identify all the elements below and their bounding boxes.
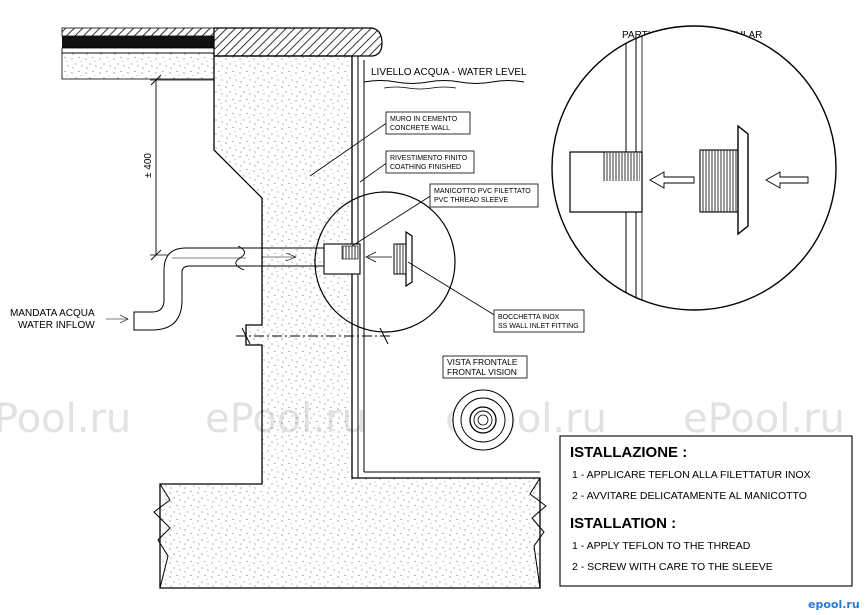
finish-label-it: RIVESTIMENTO FINITO (390, 155, 468, 162)
label-finish: RIVESTIMENTO FINITO COATHING FINISHED (359, 150, 475, 183)
watermark: Pool.ru ePool.ru ePool.ru ePool.ru (0, 396, 845, 442)
detail-arrow (649, 171, 695, 189)
install-step-en: 2 - SCREW WITH CARE TO THE SLEEVE (572, 561, 773, 573)
install-title-en: ISTALLATION : (570, 515, 676, 532)
detail-circle-large: PARTICOLARE / PARTICULAR (551, 25, 837, 311)
fitting-label-it: BOCCHETTA INOX (498, 314, 560, 321)
wall-label-it: MURO IN CEMENTO (390, 116, 458, 123)
sleeve-label-it: MANICOTTO PVC FILETTATO (434, 188, 531, 195)
finish-label-en: COATHING FINISHED (390, 164, 461, 171)
front-label-en: FRONTAL VISION (447, 367, 517, 377)
brand-logo: epool.ru (808, 598, 860, 611)
watermark-text: Pool.ru (0, 396, 131, 442)
wall-label-en: CONCRETE WALL (390, 125, 450, 132)
fitting-label-en: SS WALL INLET FITTING (498, 323, 579, 330)
frontal-vision: VISTA FRONTALE FRONTAL VISION (442, 355, 528, 451)
detail-arrow (765, 171, 809, 189)
detail-circle-small (314, 191, 456, 333)
inflow-pipe (106, 245, 324, 331)
installation-box: ISTALLAZIONE : 1 - APPLICARE TEFLON ALLA… (559, 435, 853, 587)
install-step-it: 2 - AVVITARE DELICATAMENTE AL MANICOTTO (572, 490, 807, 502)
detail-inlet-thread (699, 149, 739, 213)
inlet-fitting-thread (393, 243, 407, 275)
install-step-en: 1 - APPLY TEFLON TO THE THREAD (572, 540, 751, 552)
label-inflow: MANDATA ACQUA WATER INFLOW (10, 308, 95, 331)
water-level: LIVELLO ACQUA - WATER LEVEL (363, 67, 527, 90)
install-title-it: ISTALLAZIONE : (570, 444, 687, 461)
dimension-label: ± 400 (143, 153, 154, 178)
front-label-it: VISTA FRONTALE (447, 357, 518, 367)
install-step-it: 1 - APPLICARE TEFLON ALLA FILETTATUR INO… (572, 469, 811, 481)
label-wall: MURO IN CEMENTO CONCRETE WALL (309, 111, 471, 177)
label-sleeve: MANICOTTO PVC FILETTATO PVC THREAD SLEEV… (351, 183, 539, 247)
sleeve-label-en: PVC THREAD SLEEVE (434, 197, 509, 204)
inflow-label-en: WATER INFLOW (18, 320, 95, 331)
dimension: ± 400 (143, 74, 214, 261)
inflow-label-it: MANDATA ACQUA (10, 308, 95, 319)
watermark-text: ePool.ru (683, 396, 845, 442)
water-level-label: LIVELLO ACQUA - WATER LEVEL (371, 67, 527, 78)
pool-edge (61, 27, 383, 80)
label-fitting: BOCCHETTA INOX SS WALL INLET FITTING (407, 261, 585, 333)
